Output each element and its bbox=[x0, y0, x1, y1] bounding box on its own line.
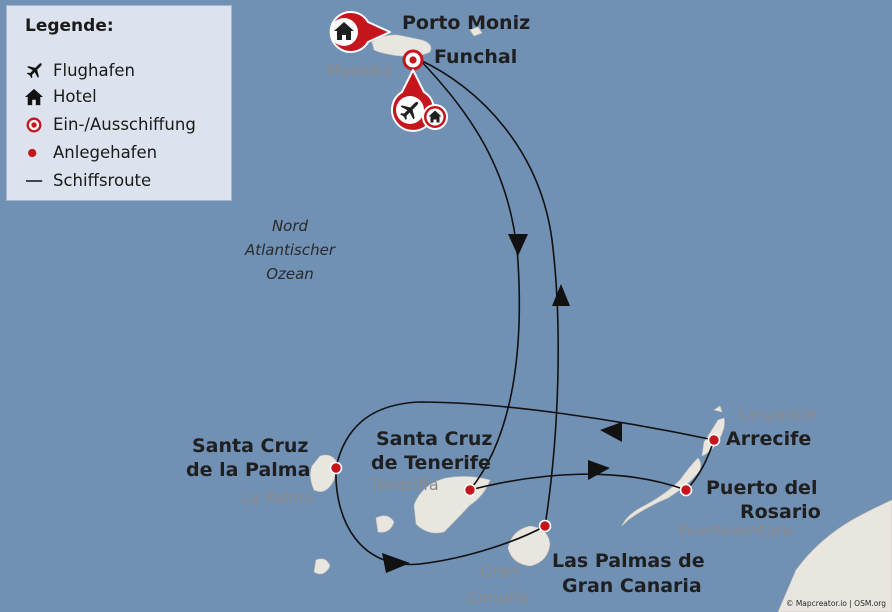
house-icon bbox=[334, 22, 354, 40]
port-label-santa-cruz-la-palma-line1: Santa Cruz bbox=[192, 435, 309, 457]
house-icon bbox=[25, 88, 47, 106]
ocean-label-line3: Ozean bbox=[266, 265, 314, 283]
airplane-icon bbox=[400, 101, 419, 120]
port-label-funchal: Funchal bbox=[434, 46, 518, 68]
port-dot-santa-cruz-tenerife[interactable] bbox=[463, 483, 477, 497]
island-label-madeira: Madeira bbox=[327, 61, 392, 80]
line-icon bbox=[25, 172, 47, 190]
port-dot-las-palmas[interactable] bbox=[538, 519, 552, 533]
legend-label: Anlegehafen bbox=[53, 143, 158, 162]
island-label-lanzarote: Lanzarote bbox=[738, 405, 818, 424]
map-legend: Legende: Flughafen Hotel Ein-/Ausschiffu… bbox=[6, 5, 232, 201]
island-label-teneriffa: Teneriffa bbox=[370, 475, 439, 494]
island-label-gran-canaria-line1: Gran bbox=[480, 562, 519, 581]
island-el-hierro bbox=[313, 558, 331, 575]
airplane-icon bbox=[25, 60, 47, 80]
porto-moniz-hotel-pin[interactable] bbox=[329, 11, 391, 53]
legend-label: Schiffsroute bbox=[53, 171, 152, 190]
legend-item-airport: Flughafen bbox=[25, 60, 135, 80]
port-label-las-palmas-line1: Las Palmas de bbox=[552, 550, 705, 572]
port-label-puerto-rosario-line1: Puerto del bbox=[706, 477, 818, 499]
island-gran-canaria bbox=[507, 525, 551, 567]
land-masses bbox=[310, 26, 892, 612]
legend-item-hotel: Hotel bbox=[25, 87, 97, 106]
port-dots bbox=[329, 433, 721, 533]
legend-item-embarkation: Ein-/Ausschiffung bbox=[25, 115, 196, 134]
route-arrow-west bbox=[600, 422, 622, 442]
island-porto-santo bbox=[469, 26, 483, 37]
african-coast bbox=[777, 499, 892, 612]
route-tenerife-rosario bbox=[469, 473, 687, 491]
house-icon bbox=[428, 110, 442, 123]
route-arrow-east bbox=[588, 460, 610, 480]
port-label-santa-cruz-tenerife-line1: Santa Cruz bbox=[376, 428, 493, 450]
port-dot-puerto-rosario[interactable] bbox=[679, 483, 693, 497]
port-dot-arrecife[interactable] bbox=[707, 433, 721, 447]
island-lanzarote-islet bbox=[713, 405, 723, 413]
ocean-label-line2: Atlantischer bbox=[244, 241, 336, 259]
island-label-gran-canaria-line2: Canaria bbox=[467, 588, 529, 607]
route-arrecife-lapalma bbox=[335, 401, 715, 469]
funchal-embark-marker[interactable] bbox=[402, 49, 424, 71]
ring-marker-icon bbox=[25, 116, 47, 134]
ship-routes bbox=[335, 59, 715, 566]
dot-marker-icon bbox=[25, 144, 47, 162]
port-label-porto-moniz: Porto Moniz bbox=[402, 12, 531, 34]
port-label-santa-cruz-tenerife-line2: de Tenerife bbox=[371, 452, 491, 474]
island-label-la-palma: La Palma bbox=[241, 488, 314, 507]
island-label-fuerteventura: Fuerteventura bbox=[679, 521, 793, 540]
island-fuerteventura bbox=[621, 457, 701, 527]
route-funchal-tenerife bbox=[419, 59, 521, 491]
legend-item-port: Anlegehafen bbox=[25, 143, 157, 162]
ocean-label-line1: Nord bbox=[271, 217, 309, 235]
port-label-santa-cruz-la-palma-line2: de la Palma bbox=[186, 459, 311, 481]
port-label-las-palmas-line2: Gran Canaria bbox=[562, 575, 702, 597]
island-la-gomera bbox=[375, 515, 395, 533]
map-credit[interactable]: © Mapcreator.io | OSM.org bbox=[785, 599, 886, 608]
route-arrow-south bbox=[508, 234, 528, 256]
legend-title: Legende: bbox=[25, 16, 114, 36]
port-label-arrecife: Arrecife bbox=[726, 428, 812, 450]
port-dot-santa-cruz-la-palma[interactable] bbox=[329, 461, 343, 475]
route-arrow-southeast bbox=[382, 553, 410, 573]
route-laspalmas-funchal bbox=[419, 59, 559, 527]
funchal-airport-hotel-pin[interactable] bbox=[391, 69, 448, 132]
route-arrows bbox=[382, 234, 622, 573]
legend-item-route: Schiffsroute bbox=[25, 171, 151, 190]
route-arrow-north bbox=[552, 284, 570, 306]
ocean-label: Nord Atlantischer Ozean bbox=[242, 214, 338, 286]
legend-label: Ein-/Ausschiffung bbox=[53, 115, 196, 134]
legend-label: Hotel bbox=[53, 87, 97, 106]
legend-label: Flughafen bbox=[53, 60, 135, 80]
island-madeira bbox=[371, 34, 432, 57]
port-label-puerto-rosario-line2: Rosario bbox=[740, 501, 821, 523]
route-lapalma-laspalmas bbox=[335, 467, 546, 566]
